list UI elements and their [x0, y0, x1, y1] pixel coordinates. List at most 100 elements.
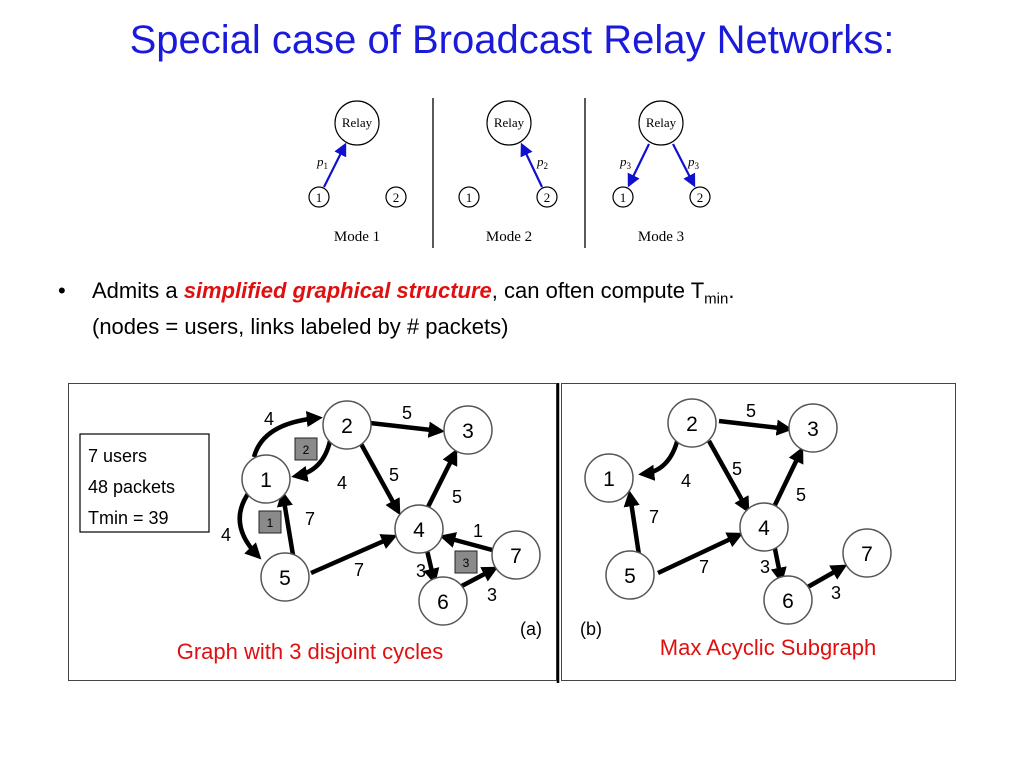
graph-node-1	[241, 454, 291, 504]
edge-6-7	[804, 564, 848, 590]
edge-label: 7	[354, 560, 364, 580]
edge-label: 5	[746, 401, 756, 421]
edge-6-7	[456, 566, 499, 590]
edge-2-4	[358, 440, 401, 516]
uplink-arrow	[520, 142, 543, 188]
probability-label: p3	[687, 154, 700, 171]
edge-label: 7	[699, 557, 709, 577]
user-node-label: 2	[697, 190, 704, 205]
edge-label: 4	[681, 471, 691, 491]
relay-node	[486, 100, 532, 146]
edge-5-4	[657, 532, 744, 576]
edge-2-3	[718, 418, 793, 436]
edge-1-5	[237, 489, 262, 560]
panel-b-caption: Max Acyclic Subgraph	[660, 635, 876, 660]
slide-title: Special case of Broadcast Relay Networks…	[129, 18, 895, 62]
info-packets: 48 packets	[88, 477, 175, 497]
edge-label: 5	[389, 465, 399, 485]
svg-text:7: 7	[861, 543, 873, 566]
user-node-2	[536, 186, 558, 208]
svg-text:1: 1	[260, 469, 272, 492]
emphasis-text: simplified graphical structure	[183, 278, 492, 303]
edge-7-4	[439, 532, 497, 554]
edge-5-1	[623, 490, 642, 556]
edge-label: 7	[305, 509, 315, 529]
svg-text:2: 2	[341, 415, 353, 438]
graph-node-5	[260, 552, 310, 602]
edge-2-4	[707, 439, 750, 514]
edge-label: 7	[649, 507, 659, 527]
svg-text:4: 4	[413, 519, 425, 542]
panel-tag-a: (a)	[520, 619, 542, 639]
relay-node	[334, 100, 380, 146]
panel-b: 2 1 3 4 5 7 6 5 4 5 5 7 7 3 3 (b) Max Ac…	[580, 398, 892, 660]
svg-text:1: 1	[603, 468, 615, 491]
graph-node-4	[394, 504, 444, 554]
probability-label: p2	[536, 154, 548, 171]
uplink-arrow	[323, 142, 347, 188]
svg-text:5: 5	[624, 565, 636, 588]
graph-node-1	[584, 453, 634, 503]
edge-5-4	[310, 534, 398, 576]
relay-label: Relay	[342, 115, 373, 130]
user-node-label: 1	[466, 190, 473, 205]
edge-1-2	[251, 410, 323, 458]
cycle-box-2	[294, 437, 318, 461]
edge-label: 3	[760, 557, 770, 577]
mode-caption: Mode 1	[334, 229, 380, 245]
svg-text:6: 6	[782, 590, 794, 613]
cycle-box-1	[258, 510, 282, 534]
user-node-2	[385, 186, 407, 208]
bullet-dot: •	[58, 278, 66, 303]
svg-text:1: 1	[267, 516, 274, 530]
info-tmin: Tmin = 39	[88, 508, 169, 528]
graph-node-7	[842, 528, 892, 578]
graph-node-3	[788, 403, 838, 453]
panel-a: 7 users 48 packets Tmin = 39 2 1 3 2 1 3…	[79, 400, 542, 664]
relay-label: Relay	[646, 115, 677, 130]
edge-2-1	[638, 437, 681, 481]
cycle-box-3	[454, 550, 478, 574]
edge-2-1	[291, 440, 333, 482]
svg-text:2: 2	[303, 443, 310, 457]
user-node-label: 1	[620, 190, 627, 205]
user-node-label: 2	[393, 190, 400, 205]
edge-label: 5	[452, 487, 462, 507]
svg-text:3: 3	[462, 420, 474, 443]
graph-node-5	[605, 550, 655, 600]
edge-2-3	[369, 420, 445, 438]
edge-label: 1	[473, 521, 483, 541]
svg-text:3: 3	[463, 556, 470, 570]
edge-5-1	[276, 490, 296, 556]
edge-label: 5	[402, 403, 412, 423]
downlink-arrow	[627, 143, 650, 188]
graph-node-7	[491, 530, 541, 580]
svg-text:7: 7	[510, 545, 522, 568]
bullet-line-2: (nodes = users, links labeled by # packe…	[92, 314, 509, 339]
edge-label: 5	[732, 459, 742, 479]
user-node-1	[458, 186, 480, 208]
graph-figure: .nd { fill:#fff; stroke:#555; stroke-wid…	[68, 383, 956, 683]
user-node-label: 1	[316, 190, 323, 205]
graph-node-6	[418, 576, 468, 626]
info-users: 7 users	[88, 446, 147, 466]
edge-label: 3	[487, 585, 497, 605]
user-node-label: 2	[544, 190, 551, 205]
edge-label: 4	[337, 473, 347, 493]
mode-caption: Mode 3	[638, 229, 684, 245]
edge-label: 3	[831, 583, 841, 603]
relay-node	[638, 100, 684, 146]
graph-node-3	[443, 405, 493, 455]
probability-label: p1	[316, 154, 328, 171]
edge-label: 5	[796, 485, 806, 505]
edge-4-3	[771, 446, 804, 508]
edge-label: 4	[264, 409, 274, 429]
svg-text:3: 3	[807, 418, 819, 441]
mode-caption: Mode 2	[486, 229, 532, 245]
user-node-2	[689, 186, 711, 208]
graph-node-2	[322, 400, 372, 450]
graph-node-2	[667, 398, 717, 448]
downlink-arrow	[672, 143, 696, 188]
info-box	[79, 433, 210, 533]
relay-modes-diagram: .mc { fill:#fff; stroke:#000; stroke-wid…	[308, 98, 711, 248]
